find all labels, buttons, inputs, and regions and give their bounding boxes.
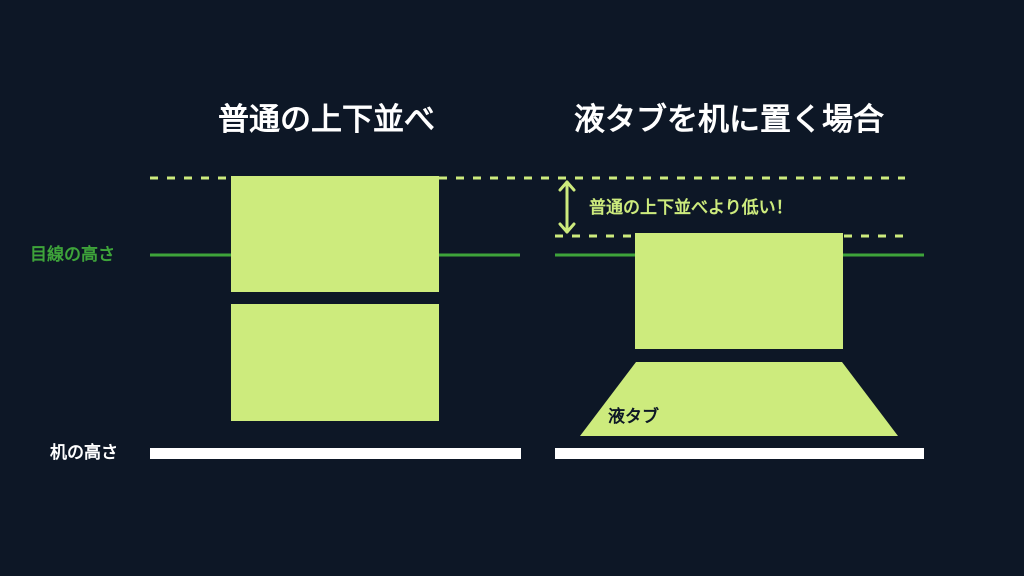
eye-level-label: 目線の高さ bbox=[30, 245, 115, 265]
desk-line-right bbox=[555, 448, 924, 459]
height-difference-arrow bbox=[558, 180, 576, 234]
title-normal-stacking: 普通の上下並べ bbox=[218, 102, 435, 138]
desk-height-label: 机の高さ bbox=[50, 443, 118, 463]
desk-line-left bbox=[150, 448, 521, 459]
right-monitor bbox=[635, 233, 843, 349]
title-tablet-on-desk: 液タブを机に置く場合 bbox=[574, 102, 884, 138]
upper-monitor bbox=[231, 176, 439, 292]
pen-tablet-label: 液タブ bbox=[608, 407, 659, 427]
pen-tablet-shape bbox=[580, 362, 898, 436]
lower-monitor bbox=[231, 304, 439, 421]
height-gap-note: 普通の上下並べより低い！ bbox=[589, 198, 793, 218]
